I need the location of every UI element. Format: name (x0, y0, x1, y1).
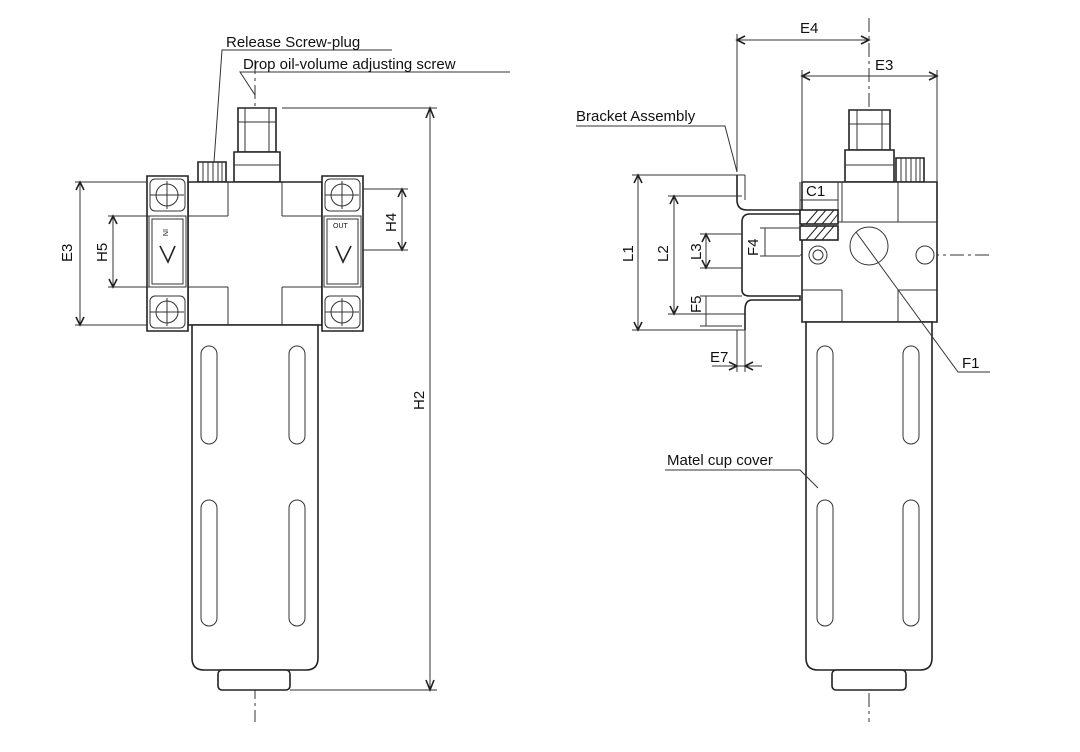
adjusting-screw-neck (233, 151, 281, 183)
sight-slot (902, 499, 920, 627)
out-flow-arrow (335, 245, 352, 264)
dim-h4: H4 (383, 213, 400, 232)
in-port-mark: IN (161, 229, 168, 236)
left-port-plate (146, 175, 189, 332)
sight-slot (816, 499, 834, 627)
metal-cup-right (805, 321, 933, 671)
metal-cup-left (191, 324, 319, 671)
leader-bracket (576, 125, 738, 173)
dim-e4: E4 (800, 20, 818, 37)
side-view: Bracket Assembly Matel cup cover E4 E3 C… (576, 18, 990, 722)
dim-f1: F1 (962, 355, 980, 372)
sight-slot (200, 345, 218, 445)
sight-slot (288, 499, 306, 627)
sight-slot (902, 345, 920, 445)
dim-c1: C1 (806, 183, 825, 200)
label-metal-cup-cover: Matel cup cover (667, 452, 773, 469)
right-port-plate (321, 175, 364, 332)
label-release-screw-plug: Release Screw-plug (226, 34, 360, 51)
cup-drain-right (831, 669, 907, 691)
lubricator-body (187, 181, 323, 326)
leader-drop-oil (239, 71, 510, 96)
dim-h2: H2 (411, 391, 428, 410)
dim-e3-right: E3 (875, 57, 893, 74)
dim-l2: L2 (655, 245, 672, 262)
sight-slot (200, 499, 218, 627)
adjusting-screw-top (237, 107, 277, 153)
in-flow-arrow (159, 245, 176, 264)
dim-f5: F5 (688, 295, 705, 313)
front-view: IN OUT Release Screw-plug Drop oil-volum… (59, 34, 510, 722)
out-port-mark: OUT (333, 223, 349, 230)
bracket-assembly (736, 175, 801, 330)
sight-slot (816, 345, 834, 445)
dim-l1: L1 (620, 245, 637, 262)
label-drop-oil-volume-screw: Drop oil-volume adjusting screw (243, 56, 456, 73)
dim-h5: H5 (94, 243, 111, 262)
leader-release-plug (213, 49, 392, 163)
dim-f4: F4 (745, 238, 762, 256)
port-hole (849, 226, 889, 266)
leader-cup-cover (665, 469, 819, 489)
dim-e3-left: E3 (59, 244, 76, 262)
mount-hole (915, 245, 935, 265)
dim-l3: L3 (688, 243, 705, 260)
leader-f1 (855, 231, 990, 373)
cup-drain-left (217, 669, 291, 691)
sight-slot (288, 345, 306, 445)
label-bracket-assembly: Bracket Assembly (576, 108, 696, 125)
dim-e7: E7 (710, 349, 728, 366)
